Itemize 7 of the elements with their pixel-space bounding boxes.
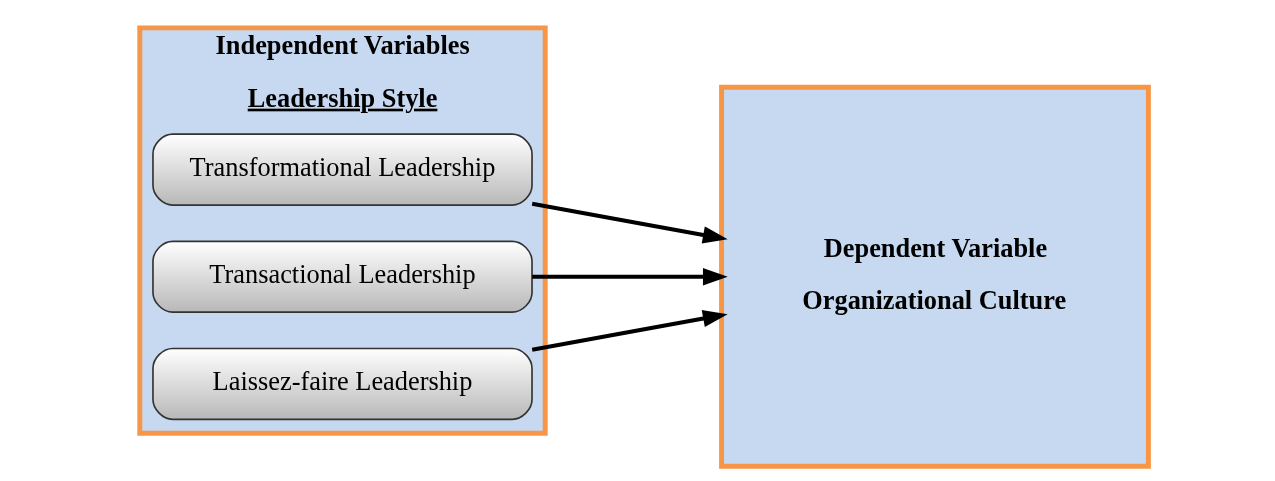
node-box: Transformational Leadership bbox=[152, 133, 533, 206]
arrow bbox=[531, 201, 728, 244]
arrow bbox=[531, 310, 728, 352]
node-box: Transactional Leadership bbox=[152, 240, 533, 313]
arrow bbox=[532, 268, 728, 286]
node-box: Dependent Variable Organizational Culture bbox=[719, 84, 1151, 469]
node-box: Laissez-faire Leadership bbox=[152, 347, 533, 421]
